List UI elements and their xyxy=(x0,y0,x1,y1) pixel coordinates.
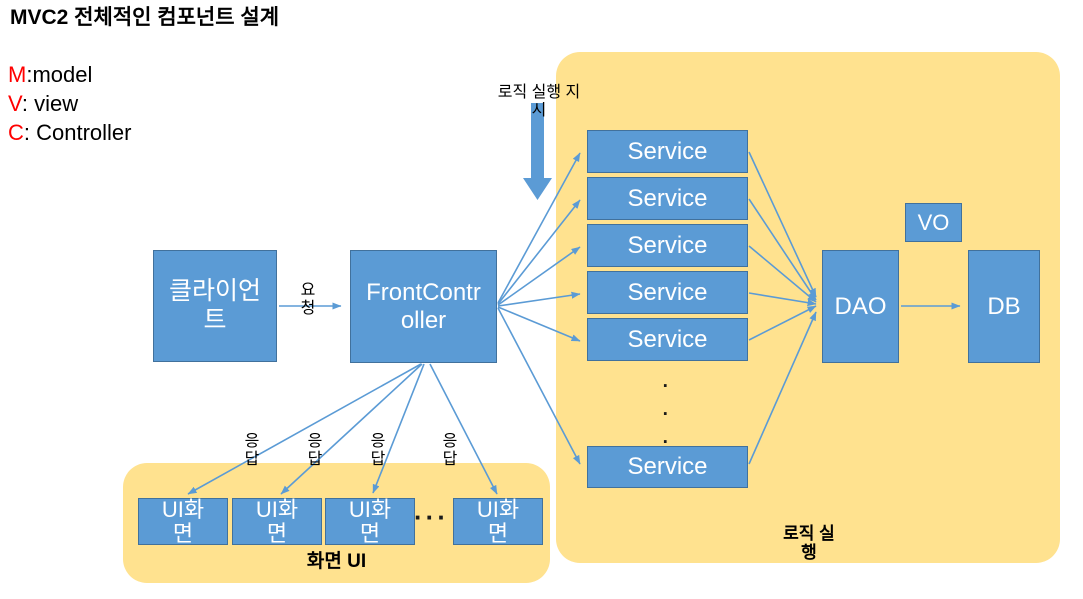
service-node: Service xyxy=(587,271,748,314)
response-edge-label: 응답 xyxy=(442,433,458,468)
page-title: MVC2 전체적인 컴포넌트 설계 xyxy=(10,6,280,29)
dao-label: DAO xyxy=(834,292,887,320)
vertical-ellipsis: ··· xyxy=(655,376,677,460)
service-node: Service xyxy=(587,177,748,220)
client-node: 클라이언트 xyxy=(153,250,277,362)
ui-screen-label: UI화면 xyxy=(348,497,392,546)
service-label: Service xyxy=(627,231,708,259)
db-node: DB xyxy=(968,250,1040,363)
service-label: Service xyxy=(627,453,708,481)
ui-screen-node: UI화면 xyxy=(325,498,415,545)
legend-rest-c: : Controller xyxy=(23,120,132,145)
service-label: Service xyxy=(627,137,708,165)
front-controller-label: FrontController xyxy=(366,278,481,334)
dao-node: DAO xyxy=(822,250,899,363)
legend-key-c: C xyxy=(8,120,24,145)
vo-label: VO xyxy=(917,209,950,235)
ui-screen-label: UI화면 xyxy=(476,497,520,546)
ui-screen-node: UI화면 xyxy=(138,498,228,545)
legend-rest-v: : view xyxy=(21,91,79,116)
horizontal-ellipsis: ··· xyxy=(414,502,449,532)
response-edge-label: 응답 xyxy=(370,433,386,468)
service-label: Service xyxy=(627,184,708,212)
legend-rest-m: :model xyxy=(26,62,93,87)
ui-screen-label: UI화면 xyxy=(255,497,299,546)
legend-item-controller: C: Controller xyxy=(8,118,131,147)
legend: M:model V: view C: Controller xyxy=(8,60,131,147)
screen-ui-group-label: 화면 UI xyxy=(306,551,367,572)
legend-key-m: M xyxy=(8,62,27,87)
service-node: Service xyxy=(587,318,748,361)
service-node: Service xyxy=(587,446,748,488)
service-label: Service xyxy=(627,278,708,306)
legend-key-v: V xyxy=(8,91,22,116)
client-node-label: 클라이언트 xyxy=(168,277,261,334)
vo-node: VO xyxy=(905,203,962,242)
service-node: Service xyxy=(587,130,748,173)
request-edge-label: 요청 xyxy=(300,282,316,317)
front-controller-node: FrontController xyxy=(350,250,497,363)
legend-item-view: V: view xyxy=(8,89,131,118)
response-edge-label: 응답 xyxy=(244,433,260,468)
ui-screen-label: UI화면 xyxy=(161,497,205,546)
service-node: Service xyxy=(587,224,748,267)
service-label: Service xyxy=(627,325,708,353)
ui-screen-node: UI화면 xyxy=(232,498,322,545)
legend-item-model: M:model xyxy=(8,60,131,89)
logic-exec-group-label: 로직 실행 xyxy=(783,524,835,563)
logic-exec-instruction-label: 로직 실행 지시 xyxy=(497,84,581,119)
response-edge-label: 응답 xyxy=(307,433,323,468)
ui-screen-node: UI화면 xyxy=(453,498,543,545)
db-label: DB xyxy=(987,292,1021,320)
